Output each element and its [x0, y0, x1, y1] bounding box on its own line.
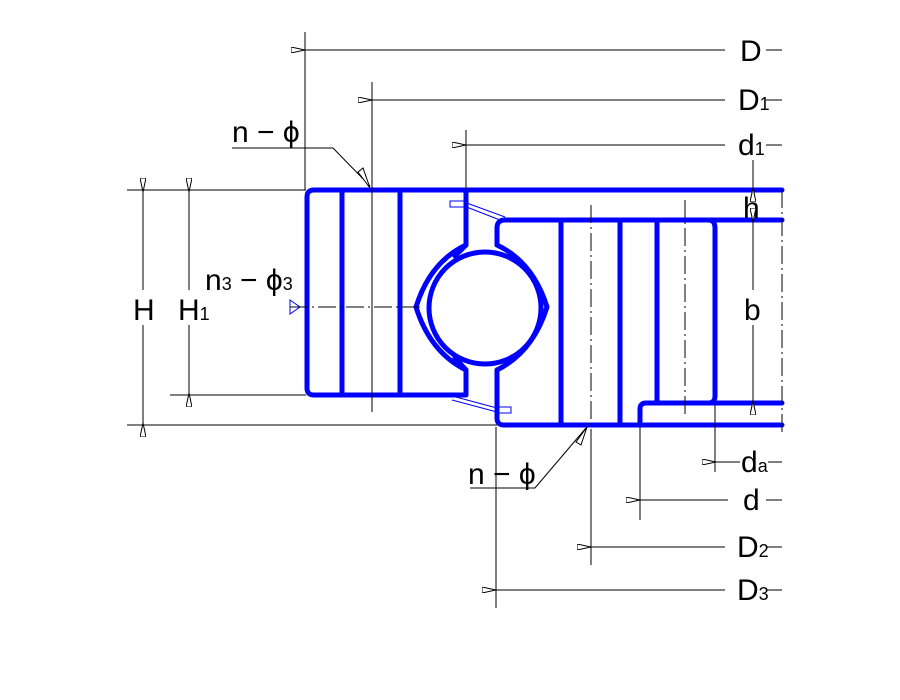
dim-d: d [640, 427, 782, 520]
dim-D2: D2 [591, 430, 782, 565]
ball [426, 249, 544, 367]
dim-H1: H1 [170, 192, 306, 395]
seal-top [449, 200, 465, 208]
dim-D: D [305, 32, 782, 190]
label-da: da [741, 446, 769, 479]
callout-n-phi-bottom: n − ϕ [468, 426, 588, 491]
center-lines [290, 190, 783, 435]
callout-n3-phi3: n3 − ϕ3 [205, 264, 293, 297]
label-D: D [740, 35, 762, 68]
dim-D3: D3 [496, 427, 782, 608]
label-D1: D1 [738, 84, 770, 117]
label-H: H [133, 294, 155, 327]
label-D3: D3 [737, 574, 769, 607]
label-n-phi-bottom: n − ϕ [468, 458, 536, 491]
inner-ring-bore [705, 217, 718, 406]
callout-n-phi-top: n − ϕ [232, 116, 371, 189]
label-d: d [743, 484, 760, 517]
raceway-left [413, 242, 469, 373]
label-D2: D2 [737, 531, 769, 564]
inner-ring [494, 217, 785, 428]
label-b: b [744, 294, 761, 327]
label-H1: H1 [178, 294, 210, 327]
dim-d1: d1 [466, 129, 782, 190]
dim-da: da [715, 405, 782, 479]
inner-ring-bottom [494, 367, 785, 428]
dim-D1: D1 [372, 82, 782, 412]
dim-H: H [127, 190, 497, 425]
dim-h: h [743, 160, 760, 225]
seal-bottom [496, 406, 512, 414]
label-d1: d1 [738, 129, 765, 162]
outer-ring [304, 187, 785, 398]
label-n3-phi3: n3 − ϕ3 [205, 264, 293, 297]
label-n-phi-top: n − ϕ [232, 116, 300, 149]
outer-ring-outline [304, 187, 785, 398]
seals [289, 200, 512, 414]
raceway [413, 242, 550, 373]
inner-ring-step [637, 400, 785, 428]
dim-b: b [744, 222, 761, 401]
label-h: h [743, 192, 760, 225]
inner-ring-top [494, 217, 785, 248]
